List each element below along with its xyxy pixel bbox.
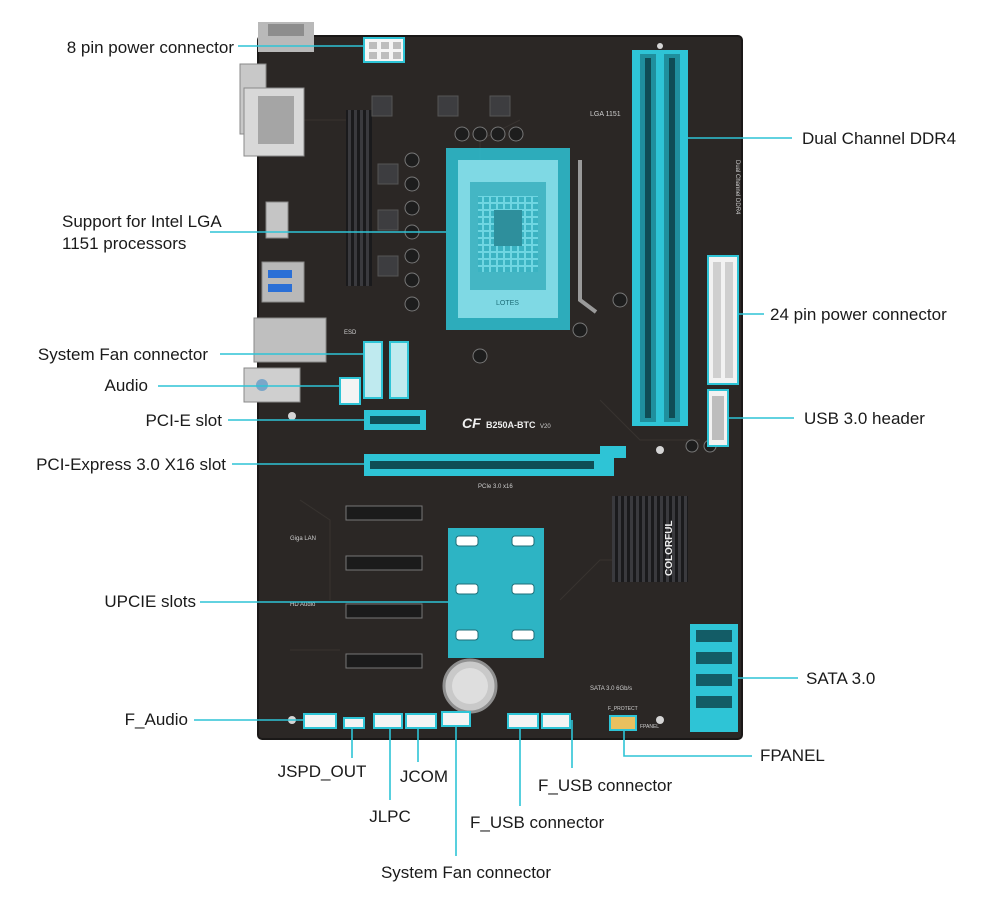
label-sata-3: SATA 3.0: [806, 669, 876, 688]
label-pcie-x16-slot: PCI-Express 3.0 X16 slot: [36, 455, 226, 474]
chipset-heatsink: COLORFUL: [612, 496, 688, 582]
system-fan-header-bottom: [441, 711, 471, 727]
pcie16-silkscreen: PCIe 3.0 x16: [478, 484, 513, 490]
label-system-fan-connector-left: System Fan connector: [37, 345, 208, 364]
label-jcom: JCOM: [399, 767, 449, 786]
label-fpanel: FPANEL: [760, 746, 825, 765]
esd-silkscreen: ESD: [344, 330, 357, 336]
callout-lines: [158, 45, 798, 856]
usb-3-header: [707, 389, 729, 447]
hd-audio-silkscreen: HD Audio: [290, 602, 316, 608]
giga-lan-silkscreen: Giga LAN: [290, 536, 316, 542]
8-pin-power-connector: [363, 37, 405, 63]
label-system-fan-connector-bottom: System Fan connector: [380, 863, 552, 882]
label-f-usb-connector-a: F_USB connector: [538, 776, 673, 795]
jspd-out-header: [343, 717, 365, 729]
mounting-holes: [288, 43, 664, 724]
fprotect-silkscreen: F_PROTECT: [608, 706, 638, 712]
system-fan-connector-left: [363, 341, 409, 399]
lan-port: [253, 317, 327, 363]
board-model-silkscreen: B250A-BTC: [486, 420, 536, 430]
vrm-components: [346, 95, 717, 453]
board-brand-logo: CF: [462, 415, 481, 431]
label-jlpc: JLPC: [369, 807, 411, 826]
fpanel-header: [609, 715, 637, 731]
f-audio-header: [303, 713, 337, 729]
rear-io-panel: [239, 22, 327, 403]
jcom-header: [405, 713, 437, 729]
label-f-usb-connector-b: F_USB connector: [470, 813, 605, 832]
fpanel-silkscreen: FPANEL: [640, 724, 659, 730]
audio-header: [339, 377, 361, 405]
label-upcie-slots: UPCIE slots: [104, 592, 196, 611]
label-lga-1151-line1: Support for Intel LGA: [62, 212, 222, 231]
jlpc-header: [373, 713, 403, 729]
f-usb-header-b: [541, 713, 571, 729]
24-pin-power-connector: [707, 255, 739, 385]
socket-lever: [578, 160, 598, 314]
sata-silkscreen: SATA 3.0 6Gb/s: [590, 686, 632, 692]
ddr4-slots: Dual Channel DDR4: [632, 50, 740, 426]
heatsink-brand: COLORFUL: [664, 520, 675, 576]
label-audio: Audio: [104, 376, 148, 395]
upcie-slots: Giga LAN HD Audio ESD: [290, 330, 544, 669]
socket-silkscreen: LGA 1151: [590, 111, 621, 118]
sata-3-ports: SATA 3.0 6Gb/s: [590, 624, 738, 732]
board-model-suffix: V20: [540, 424, 551, 430]
label-f-audio: F_Audio: [124, 710, 188, 729]
hdmi-port: [265, 201, 289, 239]
pcie-x16-slot: PCIe 3.0 x16: [364, 446, 626, 490]
audio-jack: [243, 367, 301, 403]
cpu-socket-lga1151: LGA 1151 LOTES: [446, 111, 621, 330]
usb-stack: [261, 261, 305, 303]
socket-brand-mark: LOTES: [496, 300, 519, 307]
bottom-headers: FPANEL F_PROTECT: [303, 706, 659, 731]
vrm-heatsink: [346, 110, 372, 286]
ddr-silkscreen: Dual Channel DDR4: [734, 160, 740, 215]
label-dual-channel-ddr4: Dual Channel DDR4: [802, 129, 957, 148]
label-jspd-out: JSPD_OUT: [277, 762, 367, 781]
label-lga-1151-line2: 1151 processors: [62, 234, 187, 253]
label-8-pin-power-connector: 8 pin power connector: [66, 38, 234, 57]
cmos-battery: [442, 658, 498, 714]
label-24-pin-power-connector: 24 pin power connector: [770, 305, 947, 324]
label-usb-3-header: USB 3.0 header: [804, 409, 925, 428]
f-usb-header-a: [507, 713, 539, 729]
pcie-x1-slot: [364, 410, 426, 430]
label-pcie-slot: PCI-E slot: [145, 411, 222, 430]
